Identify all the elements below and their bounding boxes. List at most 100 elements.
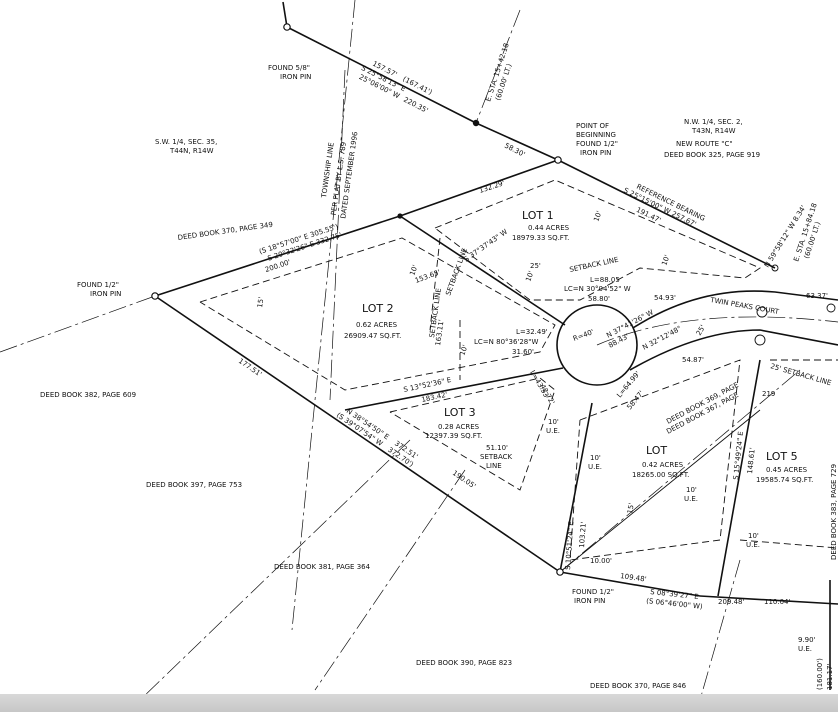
iron-pin-s-label: IRON PIN [574, 597, 605, 605]
dist-160: (160.00') [816, 658, 824, 690]
dist-10321: 103.21' [578, 521, 588, 548]
dist-219: 219 [762, 390, 775, 398]
nw-section-label: N.W. 1/4, SEC. 2, [684, 118, 743, 126]
sw-section-label: S.W. 1/4, SEC. 35, [155, 138, 217, 146]
deed-370-349-label: DEED BOOK 370, PAGE 349 [177, 221, 273, 242]
ue-dist-1: 10' [590, 454, 601, 462]
ue-dist-2: 10' [686, 486, 697, 494]
dist-5493: 54.93' [654, 294, 676, 302]
lot-3-title: LOT 3 [444, 406, 476, 419]
sb-25-a: 25' [530, 262, 541, 270]
nw-township-label: T43N, R14W [691, 127, 736, 135]
setback-label-5: SETBACK [480, 453, 512, 461]
iron-pin-marker-nw [283, 23, 291, 31]
dist-3160: 31.60' [512, 348, 534, 356]
iron-pin-w-label: IRON PIN [90, 290, 121, 298]
ue-10-e: 10' [458, 344, 469, 357]
deed-370-846-label: DEED BOOK 370, PAGE 846 [590, 682, 687, 690]
boundary-lines [154, 1, 838, 690]
ue-10-b: 10' [660, 254, 671, 267]
ue-10-c: 10' [524, 270, 535, 283]
new-route-label: NEW ROUTE "C" [676, 140, 733, 148]
ue-label-1: U.E. [588, 463, 602, 471]
lot-4-title: LOT [646, 444, 667, 457]
lot-4-sqft: 18265.00 SQ.FT. [632, 471, 689, 479]
lot-2-sqft: 26909.47 SQ.FT. [344, 332, 401, 340]
setback-lines [199, 179, 838, 561]
label-iron-pin-1: IRON PIN [280, 73, 311, 81]
dist-10948: 109.48' [620, 572, 647, 584]
lot-2-acres: 0.62 ACRES [356, 321, 398, 329]
dist-5487: 54.87' [682, 356, 704, 364]
dist-16311: 163.11' [434, 319, 446, 346]
curve-lc-1: LC=N 30°04'52" W [564, 285, 631, 293]
label-found-58: FOUND 5/8" [268, 64, 310, 72]
ue-15-2: 15' [256, 296, 265, 308]
ue-dist-3: 10' [748, 532, 759, 540]
setback-label-6: LINE [486, 462, 502, 470]
lot-2-title: LOT 2 [362, 302, 394, 315]
dist-11004: 110.04' [764, 598, 790, 606]
found-12-w-label: FOUND 1/2" [77, 281, 119, 289]
ue-label-3: U.E. [746, 541, 760, 549]
ue-10-d: 10' [408, 264, 419, 277]
deed-390-823-label: DEED BOOK 390, PAGE 823 [416, 659, 512, 667]
lot-5-sqft: 19585.74 SQ.FT. [756, 476, 813, 484]
bearing-top-5: 220.35' [402, 96, 429, 115]
deed-382-609-label: DEED BOOK 382, PAGE 609 [40, 391, 136, 399]
dist-6337: 63.37' [806, 292, 828, 300]
ue-label-4: U.E. [546, 427, 560, 435]
ue-dist-4: 10' [548, 418, 559, 426]
ue-10-a: 10' [592, 210, 603, 223]
dist-18117: 181.17' [826, 664, 834, 690]
bottom-scrollbar[interactable] [0, 694, 838, 712]
dist-5880: 58.80' [588, 295, 610, 303]
ue-label-s: U.E. [798, 645, 812, 653]
iron-pins [151, 23, 564, 576]
lot-4-acres: 0.42 ACRES [642, 461, 684, 469]
iron-pin-marker-pob [554, 156, 562, 164]
setback-25-label: 25' SETBACK LINE [769, 362, 832, 387]
iron-pin-marker-s [556, 568, 564, 576]
deed-397-753-label: DEED BOOK 397, PAGE 753 [146, 481, 242, 489]
deed-325-label: DEED BOOK 325, PAGE 919 [664, 151, 760, 159]
dist-20948: 209.48' [718, 598, 744, 606]
radius-label: R=40' [572, 328, 595, 343]
iron-pin-marker-w [151, 292, 159, 300]
reference-lines [0, 0, 801, 701]
pob-label-4: IRON PIN [580, 149, 611, 157]
pob-label-3: FOUND 1/2" [576, 140, 618, 148]
curve-l-8805: L=88.05 [590, 276, 620, 284]
pob-label-2: BEGINNING [576, 131, 616, 139]
dist-15365: 153.65' [414, 268, 442, 285]
setback-label-4: 51.10' [486, 444, 508, 452]
lot-1-sqft: 18979.33 SQ.FT. [512, 234, 569, 242]
lot-1-title: LOT 1 [522, 209, 554, 222]
lot-corner-marker [397, 213, 403, 219]
iron-pin-marker-sta [472, 119, 480, 127]
lot-1-acres: 0.44 ACRES [528, 224, 570, 232]
dist-1000: 10.00' [590, 557, 612, 565]
pob-label-1: POINT OF [576, 122, 609, 130]
twin-peaks-court-label: TWIN PEAKS COURT [709, 296, 781, 316]
dist-19005: 190.05' [451, 469, 477, 490]
deed-383-729-label: DEED BOOK 383, PAGE 729 [830, 464, 838, 560]
dist-5847: 58.47' [625, 389, 645, 411]
dist-13229: 132.29' [478, 179, 506, 195]
sb-25-b: 25' [695, 324, 707, 337]
bearing-s37: S 37°37'43" W [463, 228, 510, 264]
curve-lc-8036: LC=N 80°36'28"W [474, 338, 538, 346]
lot-3-sqft: 12397.39 SQ.FT. [425, 432, 482, 440]
setback-label-1: SETBACK LINE [569, 256, 620, 274]
bearing-s10: S 10°51'24" E [564, 521, 575, 570]
sw-township-label: T44N, R14W [169, 147, 214, 155]
curve-l-3249: L=32.49' [516, 328, 548, 336]
dist-990: 9.90' [798, 636, 816, 644]
twin-peaks-court [556, 264, 838, 386]
lot-5-acres: 0.45 ACRES [766, 466, 808, 474]
bearing-n37: N 37°41'26" W [605, 308, 655, 340]
lot-3-acres: 0.28 ACRES [438, 423, 480, 431]
ue-15-1: 15' [626, 502, 636, 514]
dist-14861: 148.61' [746, 447, 757, 474]
